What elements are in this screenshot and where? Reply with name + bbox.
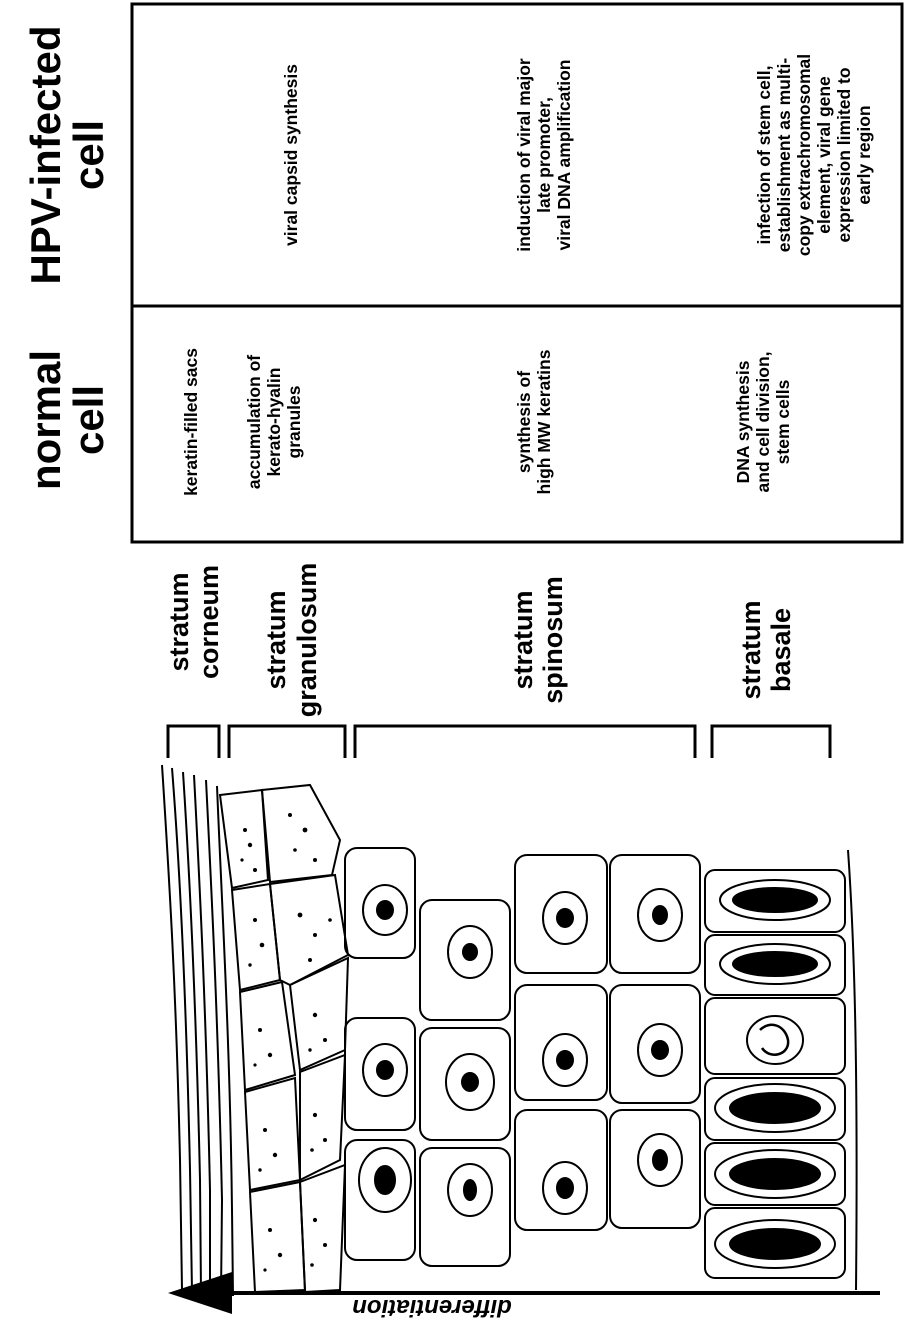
normal-dna-l1: DNA synthesis [733, 360, 753, 483]
normal-cell-column: keratin-filled sacs accumulation of kera… [181, 348, 793, 496]
hpv-stem-l3: copy extrachromosomal [794, 54, 814, 256]
hpv-header-line1: HPV-infected [22, 25, 69, 284]
stratum-granulosum-l1: stratum [261, 590, 291, 689]
normal-header-line2: cell [65, 385, 112, 455]
normal-keratin-sacs: keratin-filled sacs [181, 348, 201, 496]
hpv-stem-l4: element, viral gene [814, 76, 834, 234]
basale-cells [705, 850, 857, 1290]
differentiation-label: differentiation [352, 1294, 512, 1321]
normal-keratins-l2: high MW keratins [534, 349, 554, 494]
hpv-stem-l1: infection of stem cell, [754, 66, 774, 245]
normal-dna-l3: stem cells [773, 379, 793, 464]
stratum-basale-l2: basale [766, 608, 796, 692]
normal-granules-l2: kerato-hyalin [264, 368, 284, 477]
hpv-capsid: viral capsid synthesis [281, 64, 301, 246]
hpv-stem-l5: expression limited to [834, 67, 854, 242]
hpv-stem-l2: establishment as multi- [774, 58, 794, 253]
stratum-corneum-l1: stratum [164, 572, 194, 671]
info-table: HPV-infected cell normal cell keratin-fi… [22, 4, 902, 542]
differentiation-arrow: differentiation [168, 1272, 880, 1321]
epidermis-drawing [162, 765, 348, 1296]
stratum-granulosum-l2: granulosum [292, 563, 322, 718]
hpv-promoter-l1: induction of viral major [514, 58, 534, 252]
hpv-promoter-l2: late promoter, [534, 97, 554, 213]
stratum-corneum-l2: corneum [194, 565, 224, 679]
normal-keratins-l1: synthesis of [514, 371, 534, 473]
normal-header-line1: normal [22, 350, 69, 490]
hpv-header-line2: cell [65, 120, 112, 190]
hpv-stem-l6: early region [854, 105, 874, 204]
stratum-spinosum-l1: stratum [508, 590, 538, 689]
stratum-spinosum-l2: spinosum [538, 576, 568, 704]
spinosum-cells [345, 848, 700, 1266]
hpv-cell-column: viral capsid synthesis induction of vira… [281, 54, 874, 256]
stratum-basale-l1: stratum [736, 600, 766, 699]
normal-granules-l1: accumulation of [244, 355, 264, 489]
strata-labels: stratum corneum stratum granulosum strat… [164, 563, 796, 718]
hpv-promoter-l3: viral DNA amplification [554, 60, 574, 251]
normal-granules-l3: granules [284, 385, 304, 458]
strata-brackets [168, 726, 830, 758]
normal-dna-l2: and cell division, [753, 351, 773, 492]
